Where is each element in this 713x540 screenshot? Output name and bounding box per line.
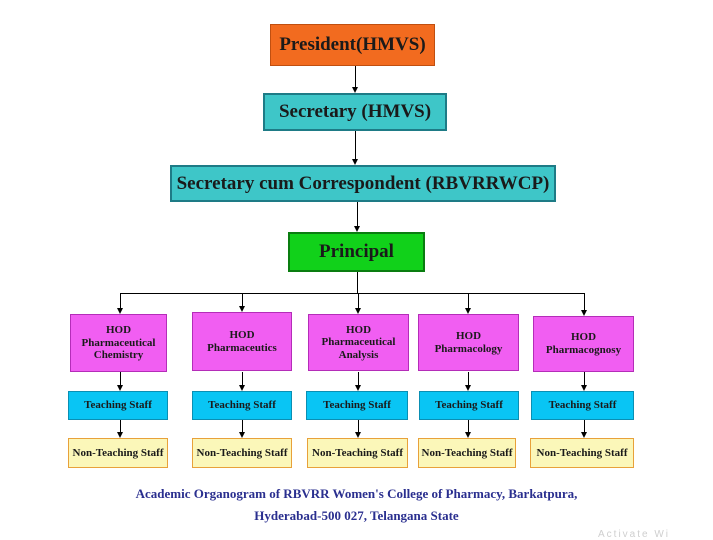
hod-pharmaceutical-analysis-box: HOD Pharmaceutical Analysis — [308, 314, 409, 371]
teaching-staff-box-3: Teaching Staff — [306, 391, 408, 420]
connector-correspondent-principal — [357, 202, 358, 227]
caption-line-2: Hyderabad-500 027, Telangana State — [254, 508, 459, 523]
connector-bus-to-hod-2 — [242, 293, 243, 307]
caption-line-1: Academic Organogram of RBVRR Women's Col… — [135, 486, 578, 501]
teaching-staff-box-5: Teaching Staff — [531, 391, 634, 420]
arrow-to-correspondent — [352, 159, 358, 165]
hod-pharmaceutical-chemistry-box: HOD Pharmaceutical Chemistry — [70, 314, 167, 372]
arrow-teaching-to-nonteaching-5 — [581, 432, 587, 438]
arrow-hod-to-teaching-2 — [239, 385, 245, 391]
arrow-teaching-to-nonteaching-1 — [117, 432, 123, 438]
arrow-bus-to-hod-5 — [581, 310, 587, 316]
arrow-bus-to-hod-3 — [355, 308, 361, 314]
correspondent-box: Secretary cum Correspondent (RBVRRWCP) — [170, 165, 556, 202]
teaching-staff-box-1: Teaching Staff — [68, 391, 168, 420]
connector-principal-bus — [357, 272, 358, 293]
connector-hod-to-teaching-4 — [468, 372, 469, 386]
arrow-hod-to-teaching-5 — [581, 385, 587, 391]
arrow-to-secretary — [352, 87, 358, 93]
connector-teaching-to-nonteaching-4 — [468, 420, 469, 433]
non-teaching-staff-box-4: Non-Teaching Staff — [418, 438, 516, 468]
secretary-box: Secretary (HMVS) — [263, 93, 447, 131]
arrow-hod-to-teaching-1 — [117, 385, 123, 391]
connector-bus-to-hod-1 — [120, 293, 121, 309]
connector-bus-to-hod-5 — [584, 293, 585, 311]
watermark-text: Activate Wi — [598, 529, 671, 540]
arrow-bus-to-hod-1 — [117, 308, 123, 314]
arrow-teaching-to-nonteaching-4 — [465, 432, 471, 438]
arrow-to-principal — [354, 226, 360, 232]
arrow-hod-to-teaching-4 — [465, 385, 471, 391]
connector-president-secretary — [355, 66, 356, 88]
non-teaching-staff-box-2: Non-Teaching Staff — [192, 438, 292, 468]
hod-pharmacognosy-box: HOD Pharmacognosy — [533, 316, 634, 372]
connector-teaching-to-nonteaching-1 — [120, 420, 121, 433]
arrow-hod-to-teaching-3 — [355, 385, 361, 391]
connector-teaching-to-nonteaching-2 — [242, 420, 243, 433]
connector-secretary-correspondent — [355, 131, 356, 160]
hod-pharmacology-box: HOD Pharmacology — [418, 314, 519, 371]
connector-teaching-to-nonteaching-3 — [358, 420, 359, 433]
teaching-staff-box-4: Teaching Staff — [419, 391, 519, 420]
hod-pharmaceutics-box: HOD Pharmaceutics — [192, 312, 292, 371]
horizontal-bus — [120, 293, 585, 294]
principal-box: Principal — [288, 232, 425, 272]
connector-hod-to-teaching-3 — [358, 372, 359, 386]
president-box: President(HMVS) — [270, 24, 435, 66]
arrow-bus-to-hod-4 — [465, 308, 471, 314]
connector-teaching-to-nonteaching-5 — [584, 420, 585, 433]
connector-hod-to-teaching-5 — [584, 372, 585, 386]
connector-hod-to-teaching-1 — [120, 372, 121, 386]
connector-hod-to-teaching-2 — [242, 372, 243, 386]
connector-bus-to-hod-4 — [468, 293, 469, 309]
non-teaching-staff-box-1: Non-Teaching Staff — [68, 438, 168, 468]
non-teaching-staff-box-5: Non-Teaching Staff — [530, 438, 634, 468]
teaching-staff-box-2: Teaching Staff — [192, 391, 292, 420]
connector-bus-to-hod-3 — [358, 293, 359, 309]
arrow-teaching-to-nonteaching-2 — [239, 432, 245, 438]
arrow-bus-to-hod-2 — [239, 306, 245, 312]
non-teaching-staff-box-3: Non-Teaching Staff — [307, 438, 408, 468]
arrow-teaching-to-nonteaching-3 — [355, 432, 361, 438]
